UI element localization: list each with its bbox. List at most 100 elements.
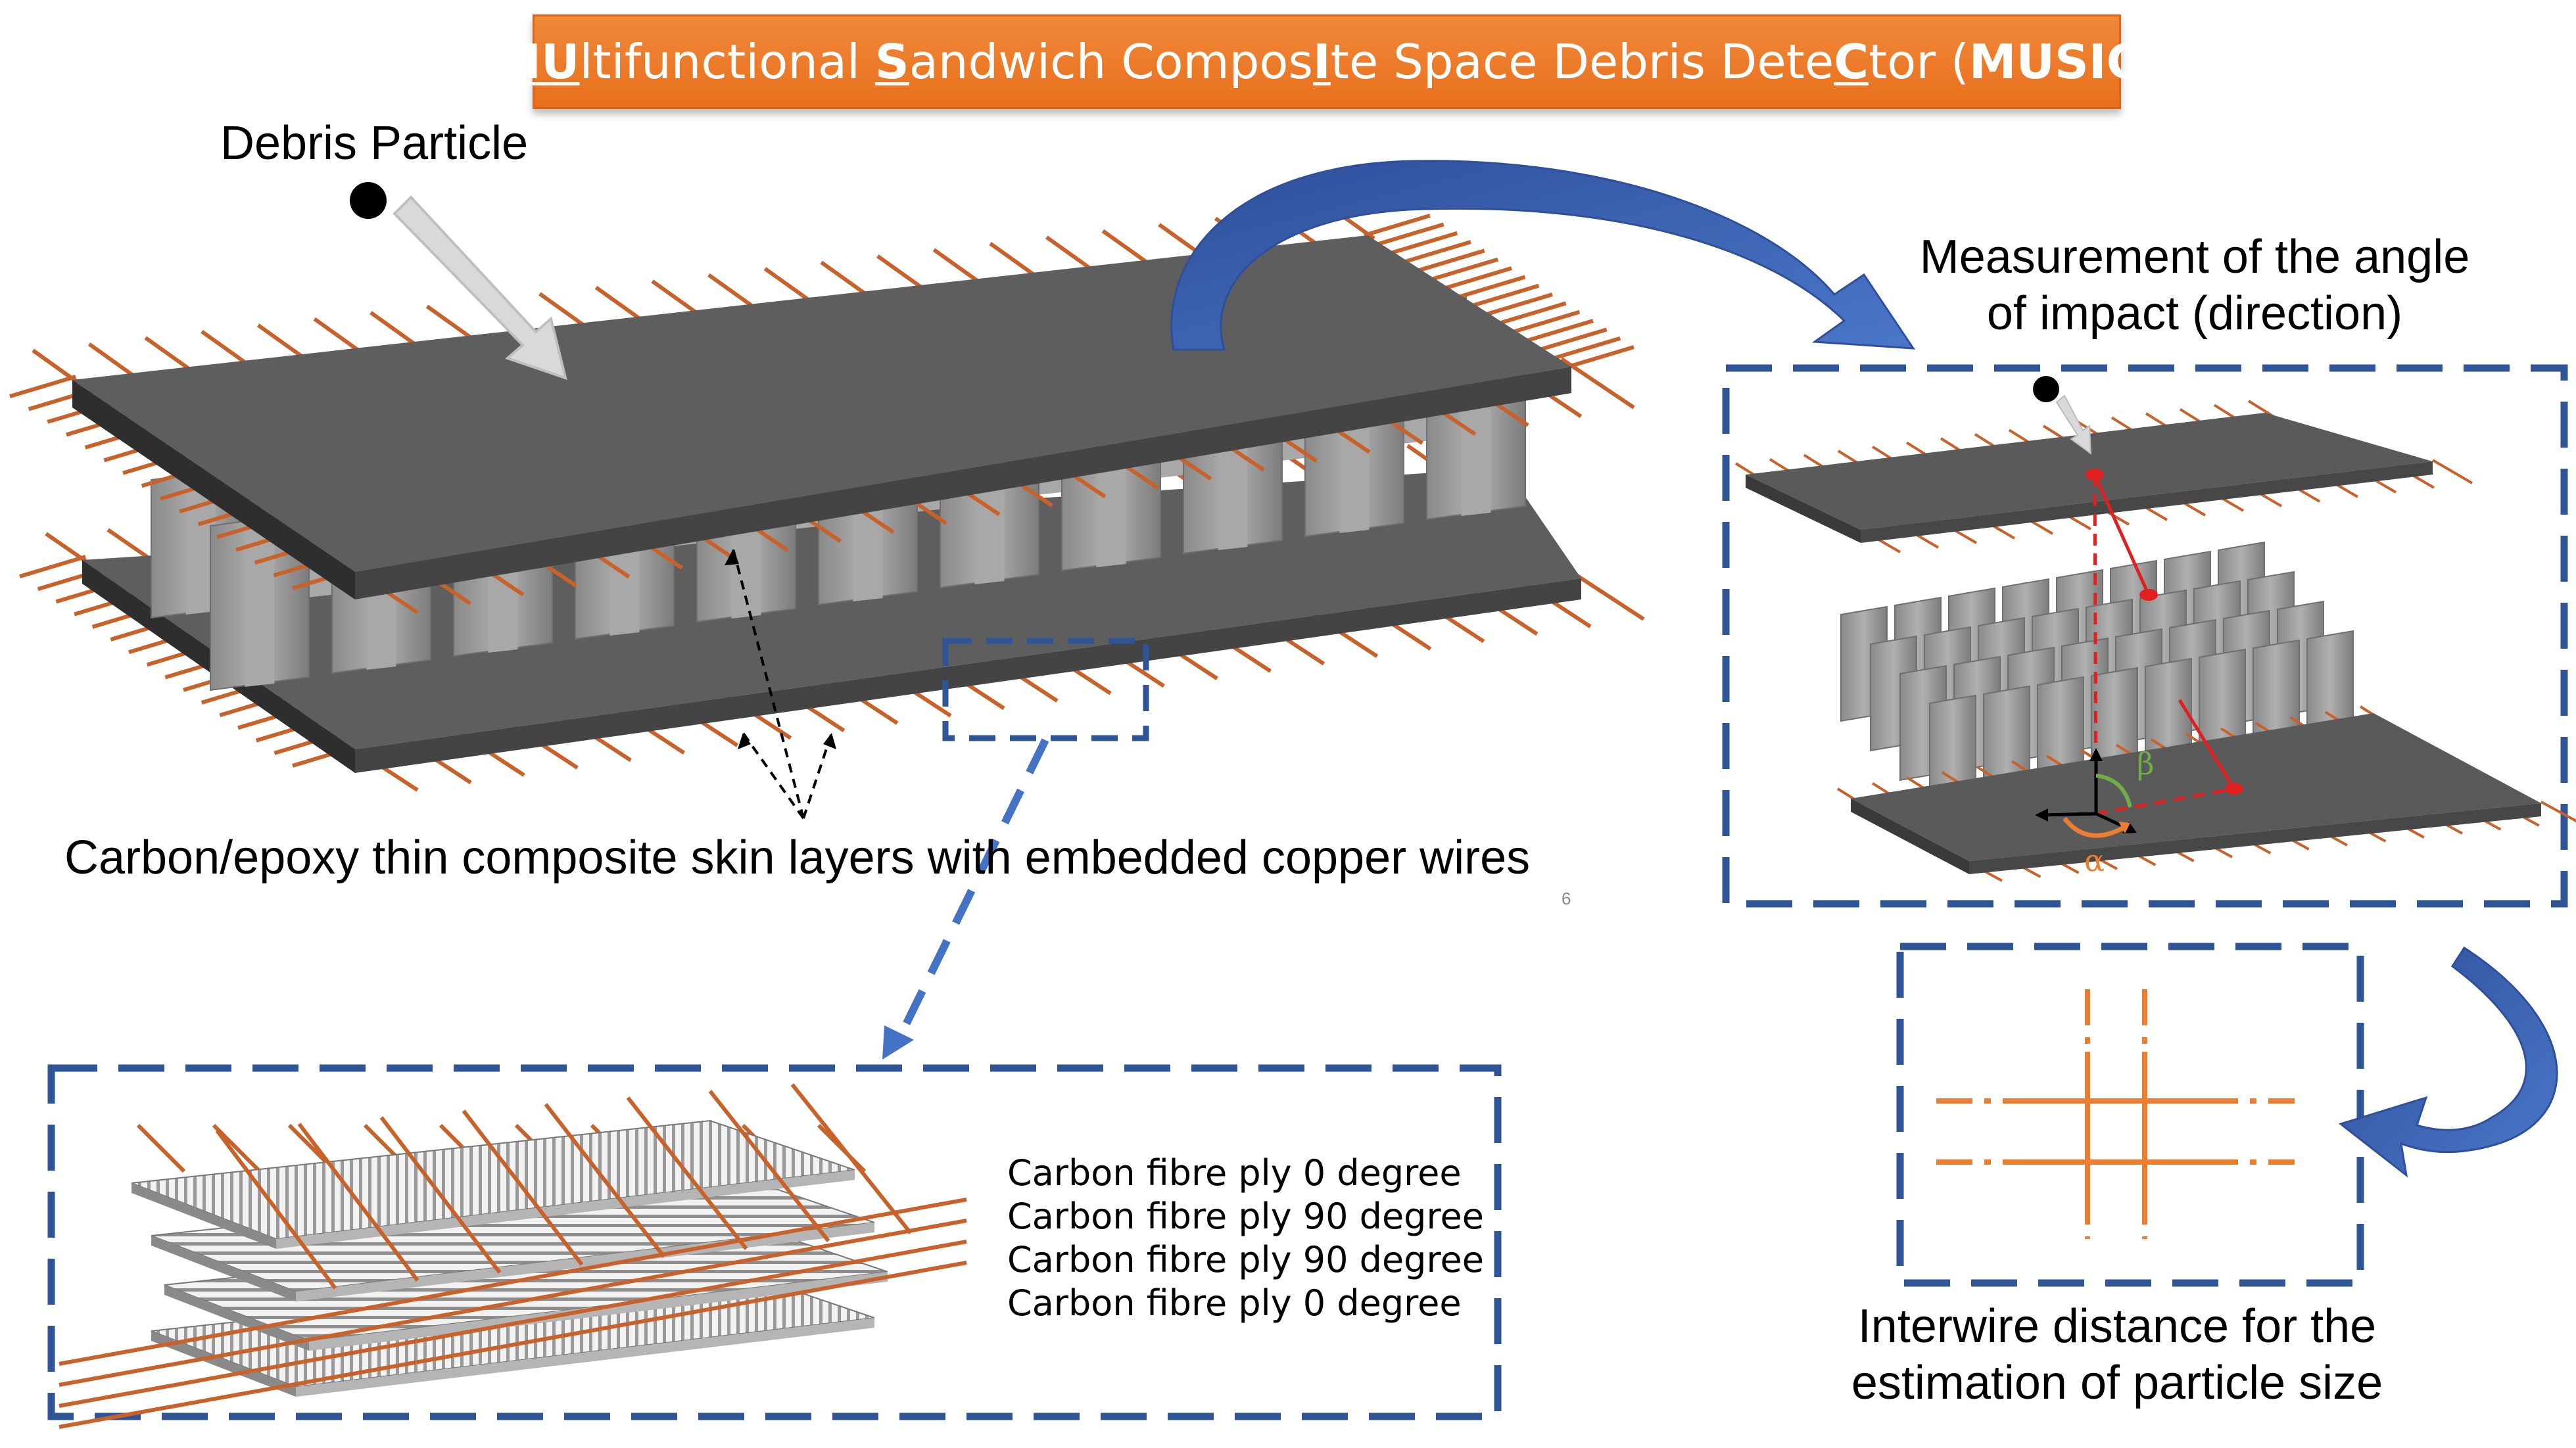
ply-plate-front: [296, 1318, 874, 1397]
zoom-leader-line: [894, 738, 1049, 1044]
ply-plate-edge: [131, 1183, 276, 1249]
title-part-3: andwich Compos: [909, 34, 1313, 89]
ply-item-4: Carbon fibre ply 0 degree: [1007, 1282, 1462, 1324]
trajectory-projection: [2095, 787, 2235, 816]
ply-wire: [462, 1109, 584, 1266]
skin-leader-arrowheads: [725, 549, 836, 749]
wire: [1570, 570, 1645, 621]
alpha-label: α: [2084, 843, 2105, 878]
wire: [9, 375, 76, 398]
alpha-arc: [2063, 816, 2126, 838]
debris-particle-label: Debris Particle: [220, 117, 529, 170]
debris-particle-dot: [350, 182, 387, 219]
interwire-line2: estimation of particle size: [1851, 1357, 2383, 1410]
angle-bottom-plate-front: [1969, 803, 2541, 874]
wire: [763, 267, 813, 304]
wire: [1391, 231, 1458, 255]
top-skin-front-edge: [355, 367, 1571, 599]
wire: [932, 248, 982, 285]
wire: [1499, 301, 1567, 325]
impact-angle-line2: of impact (direction): [1986, 287, 2403, 340]
ply-plate-front: [309, 1272, 888, 1351]
ply-plate-edge: [164, 1285, 309, 1351]
ply-plate-edge: [151, 1331, 296, 1397]
wire: [707, 273, 756, 310]
trajectory-segment: [2093, 473, 2151, 596]
ply-wire: [212, 1123, 262, 1173]
wire: [651, 279, 700, 316]
wire: [256, 323, 306, 360]
wire: [87, 342, 137, 379]
wire: [313, 317, 362, 354]
ply-wire: [136, 1123, 186, 1173]
zoom-region-box: [942, 638, 1149, 741]
ply-wire: [708, 1090, 830, 1242]
wire: [144, 336, 193, 373]
wire: [1377, 222, 1444, 246]
ply-wire: [297, 1123, 419, 1282]
skin-layers-label: Carbon/epoxy thin composite skin layers …: [64, 831, 1531, 884]
wire: [594, 285, 644, 322]
title-part-6: C: [1834, 34, 1869, 89]
interwire-label: Interwire distance for the estimation of…: [1834, 1298, 2400, 1412]
ply-wire: [59, 1219, 967, 1387]
angle-top-plate-front: [1861, 461, 2433, 543]
title-part-9: ): [2141, 34, 2160, 89]
angle-debris-arrow: [2055, 394, 2092, 455]
wire: [2540, 801, 2576, 823]
beta-arc: [2095, 774, 2132, 808]
wire: [1513, 310, 1581, 334]
impact-angle-frame: [1722, 364, 2568, 908]
title-part-0: MU: [494, 34, 580, 89]
ply-plate-edge: [151, 1236, 296, 1301]
title-part-8: MUSIC: [1968, 34, 2141, 89]
wire: [1364, 214, 1431, 237]
main-sandwich: [9, 204, 1645, 792]
wire: [1431, 257, 1499, 281]
ply-item-3: Carbon fibre ply 90 degree: [1007, 1239, 1484, 1280]
ply-wire: [59, 1261, 967, 1429]
curved-arrow-to-angle: [1170, 160, 1915, 351]
wire: [107, 528, 152, 561]
impact-point: [2139, 589, 2158, 601]
wire: [19, 555, 86, 578]
title-part-5: te Space Debris Dete: [1330, 34, 1834, 89]
curved-arrow-to-grid: [2338, 946, 2558, 1178]
interwire-grid: [1936, 989, 2295, 1239]
trajectory-segment: [2178, 699, 2236, 790]
wire: [1540, 327, 1608, 352]
ply-wire: [544, 1103, 666, 1258]
ply-plate-front: [276, 1170, 855, 1249]
wire: [1527, 319, 1594, 342]
ply-wire: [790, 1083, 913, 1234]
impact-angle-label: Measurement of the angle of impact (dire…: [1912, 229, 2477, 342]
title-part-1: ltifunctional: [579, 34, 875, 89]
alpha-arc-head: [2118, 822, 2130, 833]
wire: [2431, 459, 2473, 484]
wire: [820, 260, 869, 297]
honeycomb-cell-face: [245, 519, 275, 687]
impact-point: [2225, 783, 2243, 795]
impact-angle-line1: Measurement of the angle: [1919, 231, 2470, 283]
wire: [538, 292, 587, 329]
wire: [1045, 235, 1094, 272]
angle-debris-dot: [2033, 376, 2059, 402]
title-part-2: S: [874, 34, 909, 89]
ply-wire: [59, 1240, 967, 1408]
ply-wire: [626, 1096, 748, 1250]
ply-layup-frame: [47, 1064, 1502, 1420]
angle-bottom-plate-edge: [1851, 799, 1969, 874]
title-part-7: tor (: [1869, 34, 1969, 89]
wire: [1101, 229, 1151, 266]
axis-x-head: [2035, 808, 2048, 822]
axis-x: [2041, 812, 2097, 817]
debris-arrow: [393, 195, 567, 381]
wire: [370, 311, 418, 348]
impact-angle-diagram: βα: [1734, 376, 2576, 882]
ply-wire: [215, 1129, 337, 1290]
title-part-4: I: [1312, 34, 1331, 89]
ply-layup: [59, 1083, 967, 1429]
zoom-leader-arrowhead: [882, 1025, 914, 1060]
